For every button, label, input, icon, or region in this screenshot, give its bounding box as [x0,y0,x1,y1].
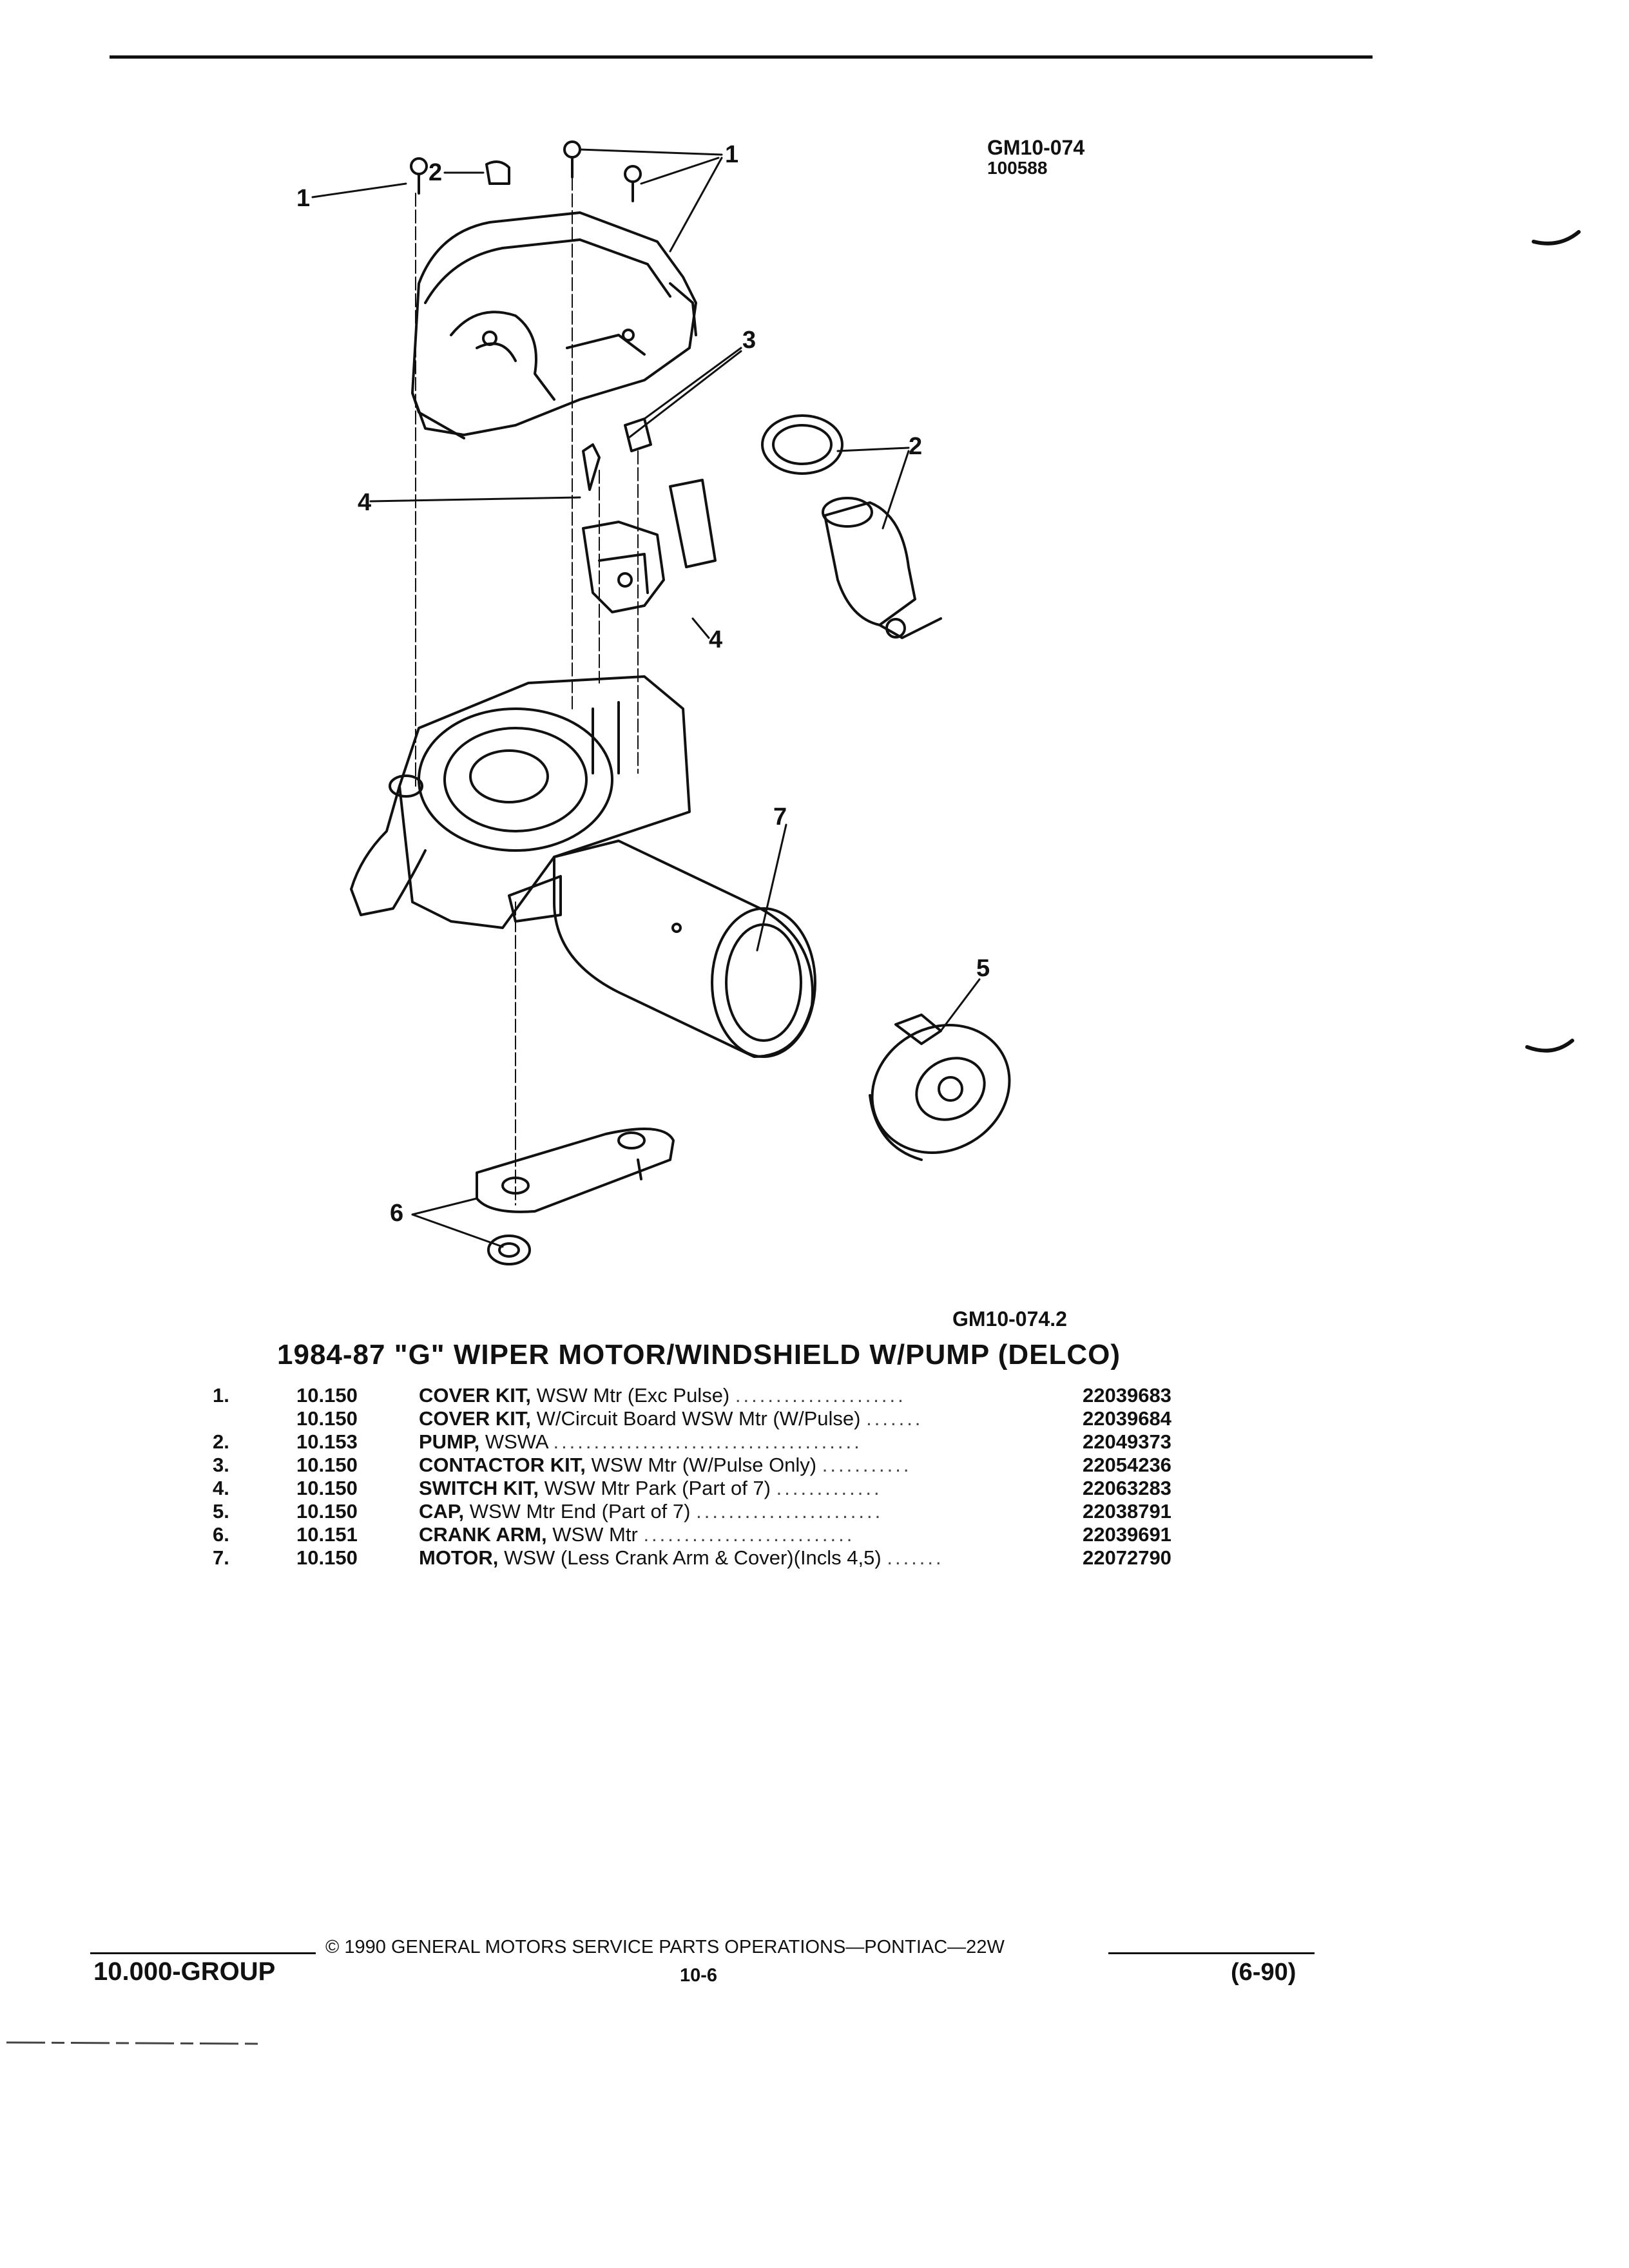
footer-group: 10.000-GROUP [93,1957,276,1986]
item-number: 4. [213,1477,229,1499]
callout-numbers: 1 2 1 3 2 4 4 7 5 6 [296,141,990,1227]
callout-1-right: 1 [725,141,738,168]
exploded-view-illustration: 1 2 1 3 2 4 4 7 5 6 [296,140,1581,1265]
callout-6: 6 [390,1200,403,1227]
footer-page-number: 10-6 [680,1965,718,1986]
cover-kit-drawing [411,211,697,439]
part-description: CONTACTOR KIT, WSW Mtr (W/Pulse Only) ..… [419,1454,912,1476]
callout-4-right: 4 [709,626,722,653]
item-number: 7. [213,1546,229,1569]
callout-3: 3 [742,327,756,354]
part-description: MOTOR, WSW (Less Crank Arm & Cover)(Incl… [419,1546,944,1569]
part-number: 22072790 [1083,1546,1171,1569]
group-number: 10.151 [296,1523,358,1546]
item-number: 2. [213,1430,229,1453]
group-number: 10.150 [296,1500,358,1523]
part-number: 22049373 [1083,1430,1171,1453]
figure-code-bottom: GM10-074.2 [952,1307,1067,1331]
item-number: 1. [213,1384,229,1407]
motor-drawing [508,840,816,1058]
callout-2-right: 2 [909,433,922,460]
callout-4-left: 4 [358,489,371,516]
part-description: COVER KIT, WSW Mtr (Exc Pulse) .........… [419,1384,906,1407]
footer-rule-right [1108,1952,1315,1954]
group-number: 10.150 [296,1407,358,1430]
group-number: 10.150 [296,1477,358,1499]
footer-date: (6-90) [1231,1959,1296,1986]
part-description: CAP, WSW Mtr End (Part of 7) ...........… [419,1500,883,1523]
assembly-lines [415,177,639,1206]
end-cap-drawing [869,1014,1011,1161]
parts-list-title: 1984-87 "G" WIPER MOTOR/WINDSHIELD W/PUM… [277,1339,1121,1370]
item-number: 5. [213,1500,229,1523]
group-number: 10.150 [296,1454,358,1476]
footer-rule-left [90,1952,316,1954]
callout-2-top: 2 [429,159,442,186]
scan-mark-bottom [6,2041,258,2045]
part-number: 22054236 [1083,1454,1171,1476]
footer-copyright: © 1990 GENERAL MOTORS SERVICE PARTS OPER… [325,1937,1005,1957]
part-description: COVER KIT, W/Circuit Board WSW Mtr (W/Pu… [419,1407,923,1430]
part-number: 22039691 [1083,1523,1171,1546]
part-description: SWITCH KIT, WSW Mtr Park (Part of 7) ...… [419,1477,882,1499]
gear-housing-drawing [350,675,691,929]
scan-marks [1525,230,1581,1053]
cover-screws [410,140,642,202]
switch-kit-drawing [582,418,717,613]
crank-arm-drawing [476,1128,675,1265]
callout-leaders [311,148,981,1248]
figure-sub-code: 100588 [987,158,1048,178]
part-number: 22038791 [1083,1500,1171,1523]
item-number: 3. [213,1454,229,1476]
callout-7: 7 [773,803,787,831]
part-description: CRANK ARM, WSW Mtr .....................… [419,1523,855,1546]
top-rule [110,55,1373,59]
figure-code: GM10-074 [987,136,1085,159]
part-description: PUMP, WSWA .............................… [419,1430,862,1453]
item-number: 6. [213,1523,229,1546]
part-number: 22039684 [1083,1407,1171,1430]
part-number: 22039683 [1083,1384,1171,1407]
callout-5: 5 [976,955,990,982]
group-number: 10.153 [296,1430,358,1453]
callout-1-left: 1 [296,185,310,212]
pump-drawing [761,414,942,639]
group-number: 10.150 [296,1384,358,1407]
group-number: 10.150 [296,1546,358,1569]
part-number: 22063283 [1083,1477,1171,1499]
